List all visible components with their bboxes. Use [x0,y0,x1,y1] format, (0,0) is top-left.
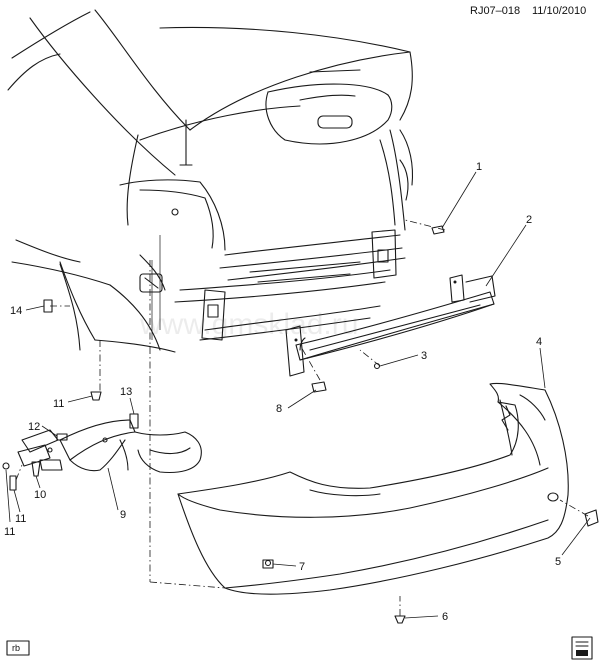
callout-11-c: 11 [4,526,15,538]
callout-13: 13 [120,386,132,398]
diagram-code: RJ07–018 [470,5,520,17]
bumper-fascia-part-4 [177,382,569,595]
callout-2: 2 [526,214,532,226]
callout-12: 12 [28,421,40,433]
callout-9: 9 [120,509,126,521]
bracket-assembly-part-9 [17,419,202,474]
callout-5: 5 [555,556,561,568]
callout-11-b: 11 [15,513,26,525]
callout-4: 4 [536,336,542,348]
callout-8: 8 [276,403,282,415]
corner-tag-text: rb [12,643,20,653]
callout-6: 6 [442,611,448,623]
callout-11-a: 11 [53,398,64,410]
callout-7: 7 [299,561,305,573]
book-icon [571,636,593,660]
callout-10: 10 [34,489,46,501]
callout-3: 3 [421,350,427,362]
leader-lines [5,171,591,619]
diagram-date: 11/10/2010 [532,5,586,17]
impact-bar-part-2 [285,274,496,377]
vehicle-body [7,9,414,353]
callout-14: 14 [10,305,22,317]
alignment-lines [15,219,589,616]
corner-tag: rb [6,640,30,656]
callout-labels: 1 2 3 4 5 6 7 8 9 10 11 11 11 12 13 14 [4,161,561,623]
callout-1: 1 [476,161,482,173]
